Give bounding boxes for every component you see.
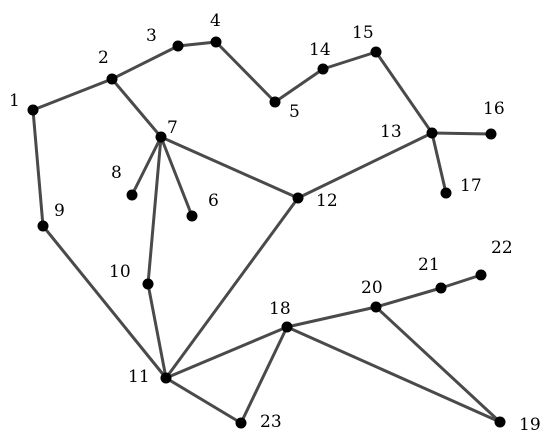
node-label-17: 17 xyxy=(460,176,482,196)
edge-13-12 xyxy=(296,131,434,200)
edge-20-21 xyxy=(374,286,443,309)
node-11 xyxy=(160,372,172,384)
node-16 xyxy=(485,128,497,140)
edge-11-12 xyxy=(164,196,300,380)
edge-3-4 xyxy=(176,40,218,48)
node-label-7: 7 xyxy=(167,118,178,138)
node-label-23: 23 xyxy=(260,412,282,432)
node-label-1: 1 xyxy=(9,91,20,111)
edge-1-2 xyxy=(31,77,114,112)
node-label-15: 15 xyxy=(352,23,374,43)
node-23 xyxy=(235,417,247,429)
node-8 xyxy=(126,189,138,201)
edge-4-5 xyxy=(214,40,277,104)
node-label-4: 4 xyxy=(210,11,221,31)
node-3 xyxy=(172,40,184,52)
edge-5-14 xyxy=(273,67,325,104)
node-layer xyxy=(27,36,506,429)
edge-18-20 xyxy=(285,305,378,329)
edge-14-15 xyxy=(321,50,378,71)
node-15 xyxy=(370,46,382,58)
edge-11-23 xyxy=(164,376,243,425)
edge-21-22 xyxy=(439,273,483,290)
node-10 xyxy=(142,278,154,290)
node-label-20: 20 xyxy=(361,278,383,298)
node-label-18: 18 xyxy=(269,299,291,319)
edge-7-12 xyxy=(159,135,300,200)
node-21 xyxy=(435,282,447,294)
node-4 xyxy=(210,36,222,48)
node-2 xyxy=(106,73,118,85)
edge-7-10 xyxy=(146,135,163,286)
node-label-6: 6 xyxy=(208,191,219,211)
edge-2-3 xyxy=(110,44,180,81)
node-label-8: 8 xyxy=(111,163,122,183)
edge-18-19 xyxy=(285,325,502,424)
node-label-22: 22 xyxy=(491,238,513,258)
node-label-10: 10 xyxy=(109,262,131,282)
node-1 xyxy=(27,104,39,116)
node-14 xyxy=(317,63,329,75)
node-label-19: 19 xyxy=(519,415,541,435)
edge-20-19 xyxy=(374,305,502,424)
node-13 xyxy=(426,127,438,139)
node-20 xyxy=(370,301,382,313)
edge-15-13 xyxy=(374,50,434,135)
node-label-12: 12 xyxy=(316,191,338,211)
node-12 xyxy=(292,192,304,204)
node-label-16: 16 xyxy=(483,99,505,119)
node-label-5: 5 xyxy=(289,102,300,122)
node-9 xyxy=(37,220,49,232)
node-5 xyxy=(269,96,281,108)
edge-layer xyxy=(31,40,502,425)
edge-2-7 xyxy=(110,77,163,139)
edge-18-23 xyxy=(239,325,289,425)
edge-7-8 xyxy=(130,135,163,197)
node-19 xyxy=(494,416,506,428)
node-label-9: 9 xyxy=(54,201,65,221)
node-label-13: 13 xyxy=(380,122,402,142)
node-18 xyxy=(281,321,293,333)
edge-7-6 xyxy=(159,135,194,218)
node-label-21: 21 xyxy=(418,255,440,275)
edge-13-17 xyxy=(430,131,448,195)
node-17 xyxy=(440,187,452,199)
edge-1-9 xyxy=(31,108,45,228)
node-6 xyxy=(186,210,198,222)
edge-11-18 xyxy=(164,325,289,380)
node-label-11: 11 xyxy=(128,367,150,387)
node-label-14: 14 xyxy=(309,40,331,60)
edge-13-16 xyxy=(430,131,493,136)
edge-10-11 xyxy=(146,282,168,380)
node-7 xyxy=(155,131,167,143)
edge-9-11 xyxy=(41,224,168,380)
node-label-3: 3 xyxy=(146,26,157,46)
node-22 xyxy=(475,269,487,281)
node-label-2: 2 xyxy=(98,48,109,68)
